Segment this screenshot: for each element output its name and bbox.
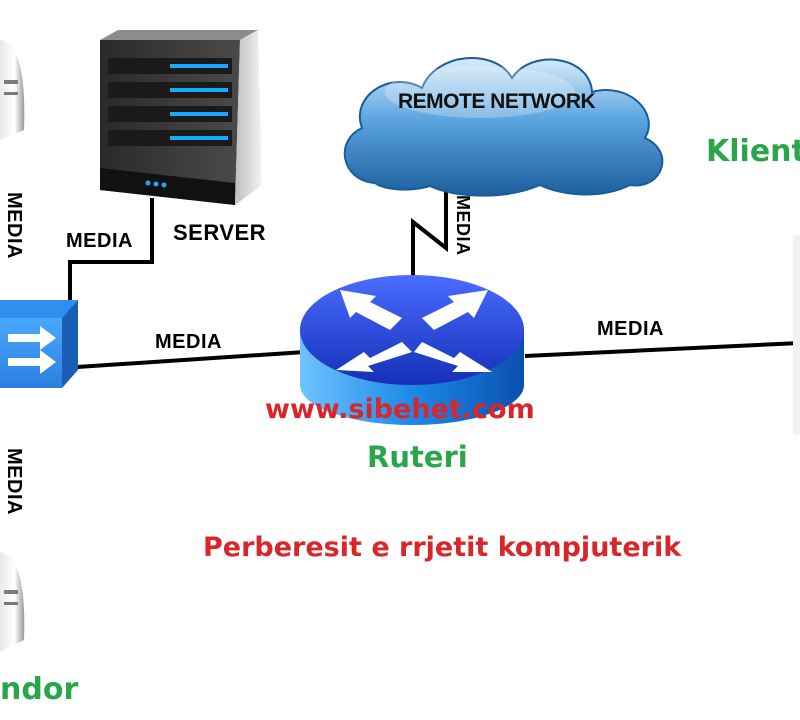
remote-network-label: REMOTE NETWORK [398, 90, 596, 113]
provider-label: ndor [0, 672, 79, 707]
router-icon [300, 275, 524, 425]
watermark-middle: sibehet [348, 394, 462, 425]
server-label: SERVER [173, 220, 267, 245]
switch-router-media-label: MEDIA [155, 331, 222, 353]
server-link-line [68, 198, 154, 315]
switch-router-link-line [61, 350, 306, 370]
server-icon [100, 30, 262, 205]
watermark-prefix: www. [265, 394, 349, 425]
left-top-media-label: MEDIA [3, 192, 25, 259]
diagram-caption: Perberesit e rrjetit kompjuterik [203, 532, 682, 563]
client-computer-icon [793, 235, 800, 435]
cloud-icon [343, 57, 664, 197]
router-client-media-label: MEDIA [597, 318, 664, 340]
switch-icon [0, 300, 78, 388]
computer-top-icon [0, 40, 25, 140]
watermark-suffix: .com [461, 394, 535, 425]
clients-label: Klienti [706, 134, 800, 169]
cloud-link-media-label: MEDIA [453, 195, 473, 256]
router-label: Ruteri [367, 440, 468, 474]
router-client-link-line [524, 341, 800, 358]
server-link-media-label: MEDIA [66, 230, 133, 252]
computer-bottom-icon [0, 552, 25, 652]
left-bottom-media-label: MEDIA [3, 448, 25, 515]
cloud-link-line [411, 172, 448, 280]
watermark: www.sibehet.com [265, 394, 535, 425]
